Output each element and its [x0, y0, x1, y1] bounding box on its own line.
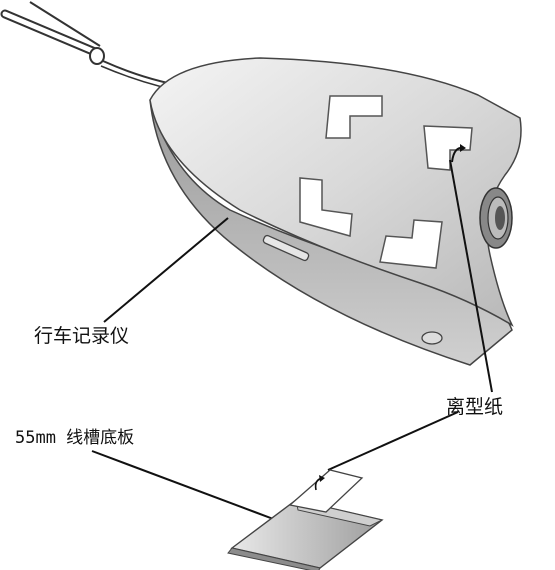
leader-lines [91, 159, 493, 521]
adhesive-pad [299, 177, 353, 237]
side-slot [262, 234, 310, 262]
leader-line-recorder [103, 217, 229, 323]
label-release-paper: 离型纸 [446, 396, 504, 418]
adhesive-pad [379, 219, 443, 269]
base-plate [227, 469, 384, 570]
leader-line-release-top [449, 159, 493, 393]
label-recorder: 行车记录仪 [34, 325, 130, 347]
lens [479, 187, 513, 249]
adhesive-pad [423, 125, 473, 171]
label-base-plate: 55mm 线槽底板 [15, 428, 135, 448]
release-paper-strip [288, 469, 364, 513]
adhesive-pads [299, 95, 473, 269]
adhesive-pad [325, 95, 383, 139]
cable [0, 1, 197, 95]
leader-line-release-bottom [327, 411, 459, 471]
leader-line-base [91, 450, 277, 521]
side-hole [421, 331, 443, 345]
